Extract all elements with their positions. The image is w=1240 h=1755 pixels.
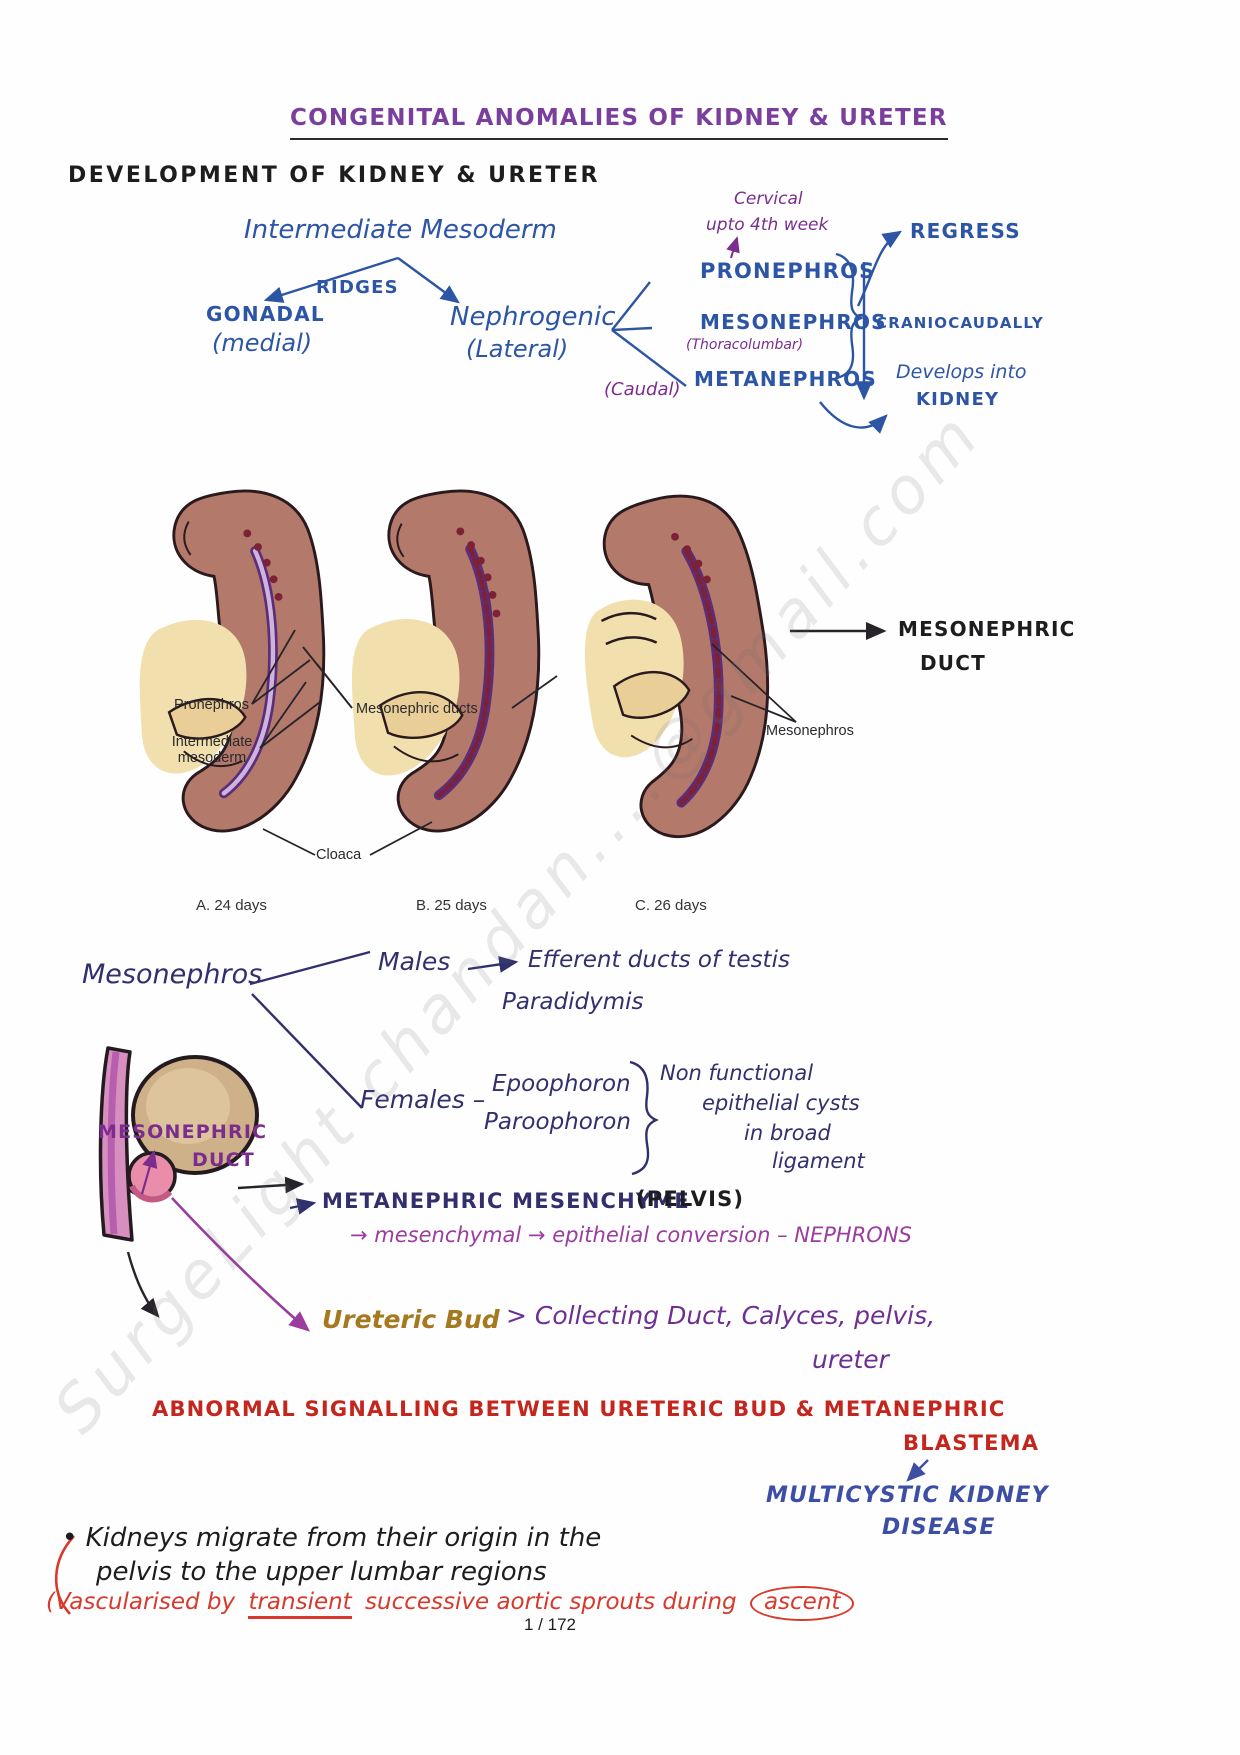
- flow-node-nephrogenic-sub: (Lateral): [466, 335, 569, 363]
- page-title: CONGENITAL ANOMALIES OF KIDNEY & URETER: [290, 105, 948, 141]
- flow-node-nephrogenic: Nephrogenic: [450, 302, 616, 332]
- mesonephros-heading: Mesonephros: [82, 959, 263, 990]
- somites: [456, 527, 501, 618]
- embryo-illustration-a: [139, 489, 326, 833]
- flow-label-kidney: KIDNEY: [916, 389, 1000, 410]
- duct-shading: [107, 1051, 120, 1235]
- females-item-epoophoron: Epoophoron: [492, 1071, 631, 1097]
- females-label: Females –: [360, 1085, 486, 1114]
- somites: [243, 529, 283, 601]
- figure-label-mesonephric-ducts: Mesonephric ducts: [356, 701, 478, 717]
- vascularisation-note: (Vascularised by transient successive ao…: [46, 1586, 855, 1621]
- females-note-1: Non functional: [660, 1061, 814, 1085]
- page-indicator: 1 / 172: [524, 1615, 576, 1634]
- vascularisation-note-mid: successive aortic sprouts during: [365, 1589, 737, 1615]
- figure-caption-b: B. 25 days: [416, 897, 487, 914]
- embryo-body: [602, 494, 770, 839]
- duct-and-kidney-sketch: [98, 1046, 259, 1242]
- males-result-2: Paradidymis: [502, 989, 644, 1015]
- females-note-3: in broad: [744, 1121, 831, 1145]
- bud-shading: [129, 1184, 173, 1203]
- disease-line-2: DISEASE: [882, 1515, 996, 1540]
- figure-label-cloaca: Cloaca: [316, 847, 362, 863]
- somites: [671, 532, 711, 584]
- vascularisation-note-ascent: ascent: [749, 1586, 855, 1621]
- note-cervical: Cervical: [734, 189, 803, 209]
- migration-note-line-2: pelvis to the upper lumbar regions: [96, 1557, 547, 1587]
- vascularisation-note-pre: (Vascularised by: [46, 1589, 236, 1615]
- flow-node-mesonephros: MESONEPHROS: [700, 310, 887, 334]
- note-caudal: (Caudal): [604, 379, 681, 400]
- cervical-note-arrow: [726, 236, 740, 259]
- warning-line-1: ABNORMAL SIGNALLING BETWEEN URETERIC BUD…: [152, 1397, 1006, 1421]
- females-item-paroophoron: Paroophoron: [484, 1109, 631, 1135]
- mesonephros-chain: [436, 546, 492, 798]
- figure-label-pronephros: Pronephros: [174, 697, 249, 713]
- head-crease: [396, 523, 405, 558]
- flow-node-gonadal: GONADAL: [206, 302, 325, 326]
- males-result: Efferent ducts of testis: [528, 947, 790, 973]
- pharyngeal-arch-1: [600, 611, 657, 623]
- embryo-body: [387, 489, 541, 833]
- metanephric-pelvis-suffix: (PELVIS): [636, 1187, 745, 1211]
- sketch-label-mesonephric: MESONEPHRIC: [98, 1121, 268, 1143]
- flow-node-gonadal-sub: (medial): [212, 329, 313, 357]
- blastema-highlight: [146, 1068, 230, 1144]
- ureteric-bud-label: Ureteric Bud: [322, 1305, 500, 1334]
- tail-curl-line: [393, 745, 459, 763]
- vascularisation-note-transient: transient: [248, 1589, 352, 1619]
- warning-line-2: BLASTEMA: [903, 1431, 1040, 1455]
- figure-caption-a: A. 24 days: [196, 897, 267, 914]
- flow-node-metanephros: METANEPHROS: [694, 367, 877, 391]
- callout-mesonephric: MESONEPHRIC: [898, 617, 1076, 641]
- flow-label-ridges: RIDGES: [316, 277, 399, 298]
- tail-curl-line: [630, 734, 693, 749]
- males-label: Males: [378, 947, 451, 976]
- figure-label-mesonephros: Mesonephros: [766, 723, 854, 739]
- gut-tube: [612, 671, 691, 719]
- note-thoracolumbar: (Thoracolumbar): [686, 337, 804, 353]
- females-note-2: epithelial cysts: [702, 1091, 860, 1115]
- flow-node-intermediate-mesoderm: Intermediate Mesoderm: [244, 215, 557, 245]
- embryo-illustration-c: [584, 494, 770, 839]
- ureteric-bud-result-2: ureter: [812, 1345, 889, 1374]
- head-crease: [183, 521, 192, 556]
- disease-line-1: MULTICYSTIC KIDNEY: [766, 1483, 1049, 1508]
- metanephric-mesenchyme-heading: METANEPHRIC MESENCHYME: [322, 1189, 690, 1213]
- ureteric-bud-result: > Collecting Duct, Calyces, pelvis,: [506, 1301, 936, 1330]
- embryo-illustration-b: [351, 489, 541, 833]
- flow-node-regress: REGRESS: [910, 219, 1021, 243]
- sketch-label-duct: DUCT: [192, 1149, 255, 1171]
- note-upto-4th-week: upto 4th week: [706, 215, 829, 235]
- figure-label-intermediate-mesoderm: Intermediate mesoderm: [171, 734, 253, 766]
- migration-note-line-1: • Kidneys migrate from their origin in t…: [62, 1523, 602, 1553]
- section-heading: DEVELOPMENT OF KIDNEY & URETER: [68, 163, 600, 188]
- flow-node-pronephros: PRONEPHROS: [700, 259, 876, 283]
- figure-caption-c: C. 26 days: [635, 897, 707, 914]
- flow-label-craniocaudally: CRANIOCAUDALLY: [876, 314, 1044, 332]
- blastema-to-disease-arrow: [906, 1459, 929, 1482]
- callout-duct: DUCT: [920, 651, 986, 675]
- females-note-4: ligament: [772, 1149, 865, 1173]
- tail-curl-line: [183, 750, 243, 768]
- flow-label-develops-into: Develops into: [896, 361, 1027, 383]
- gut-tube: [378, 691, 464, 740]
- gut-tube: [167, 698, 247, 740]
- mesenchymal-conversion-note: → mesenchymal → epithelial conversion – …: [350, 1223, 912, 1247]
- pharyngeal-arch-2: [605, 636, 658, 646]
